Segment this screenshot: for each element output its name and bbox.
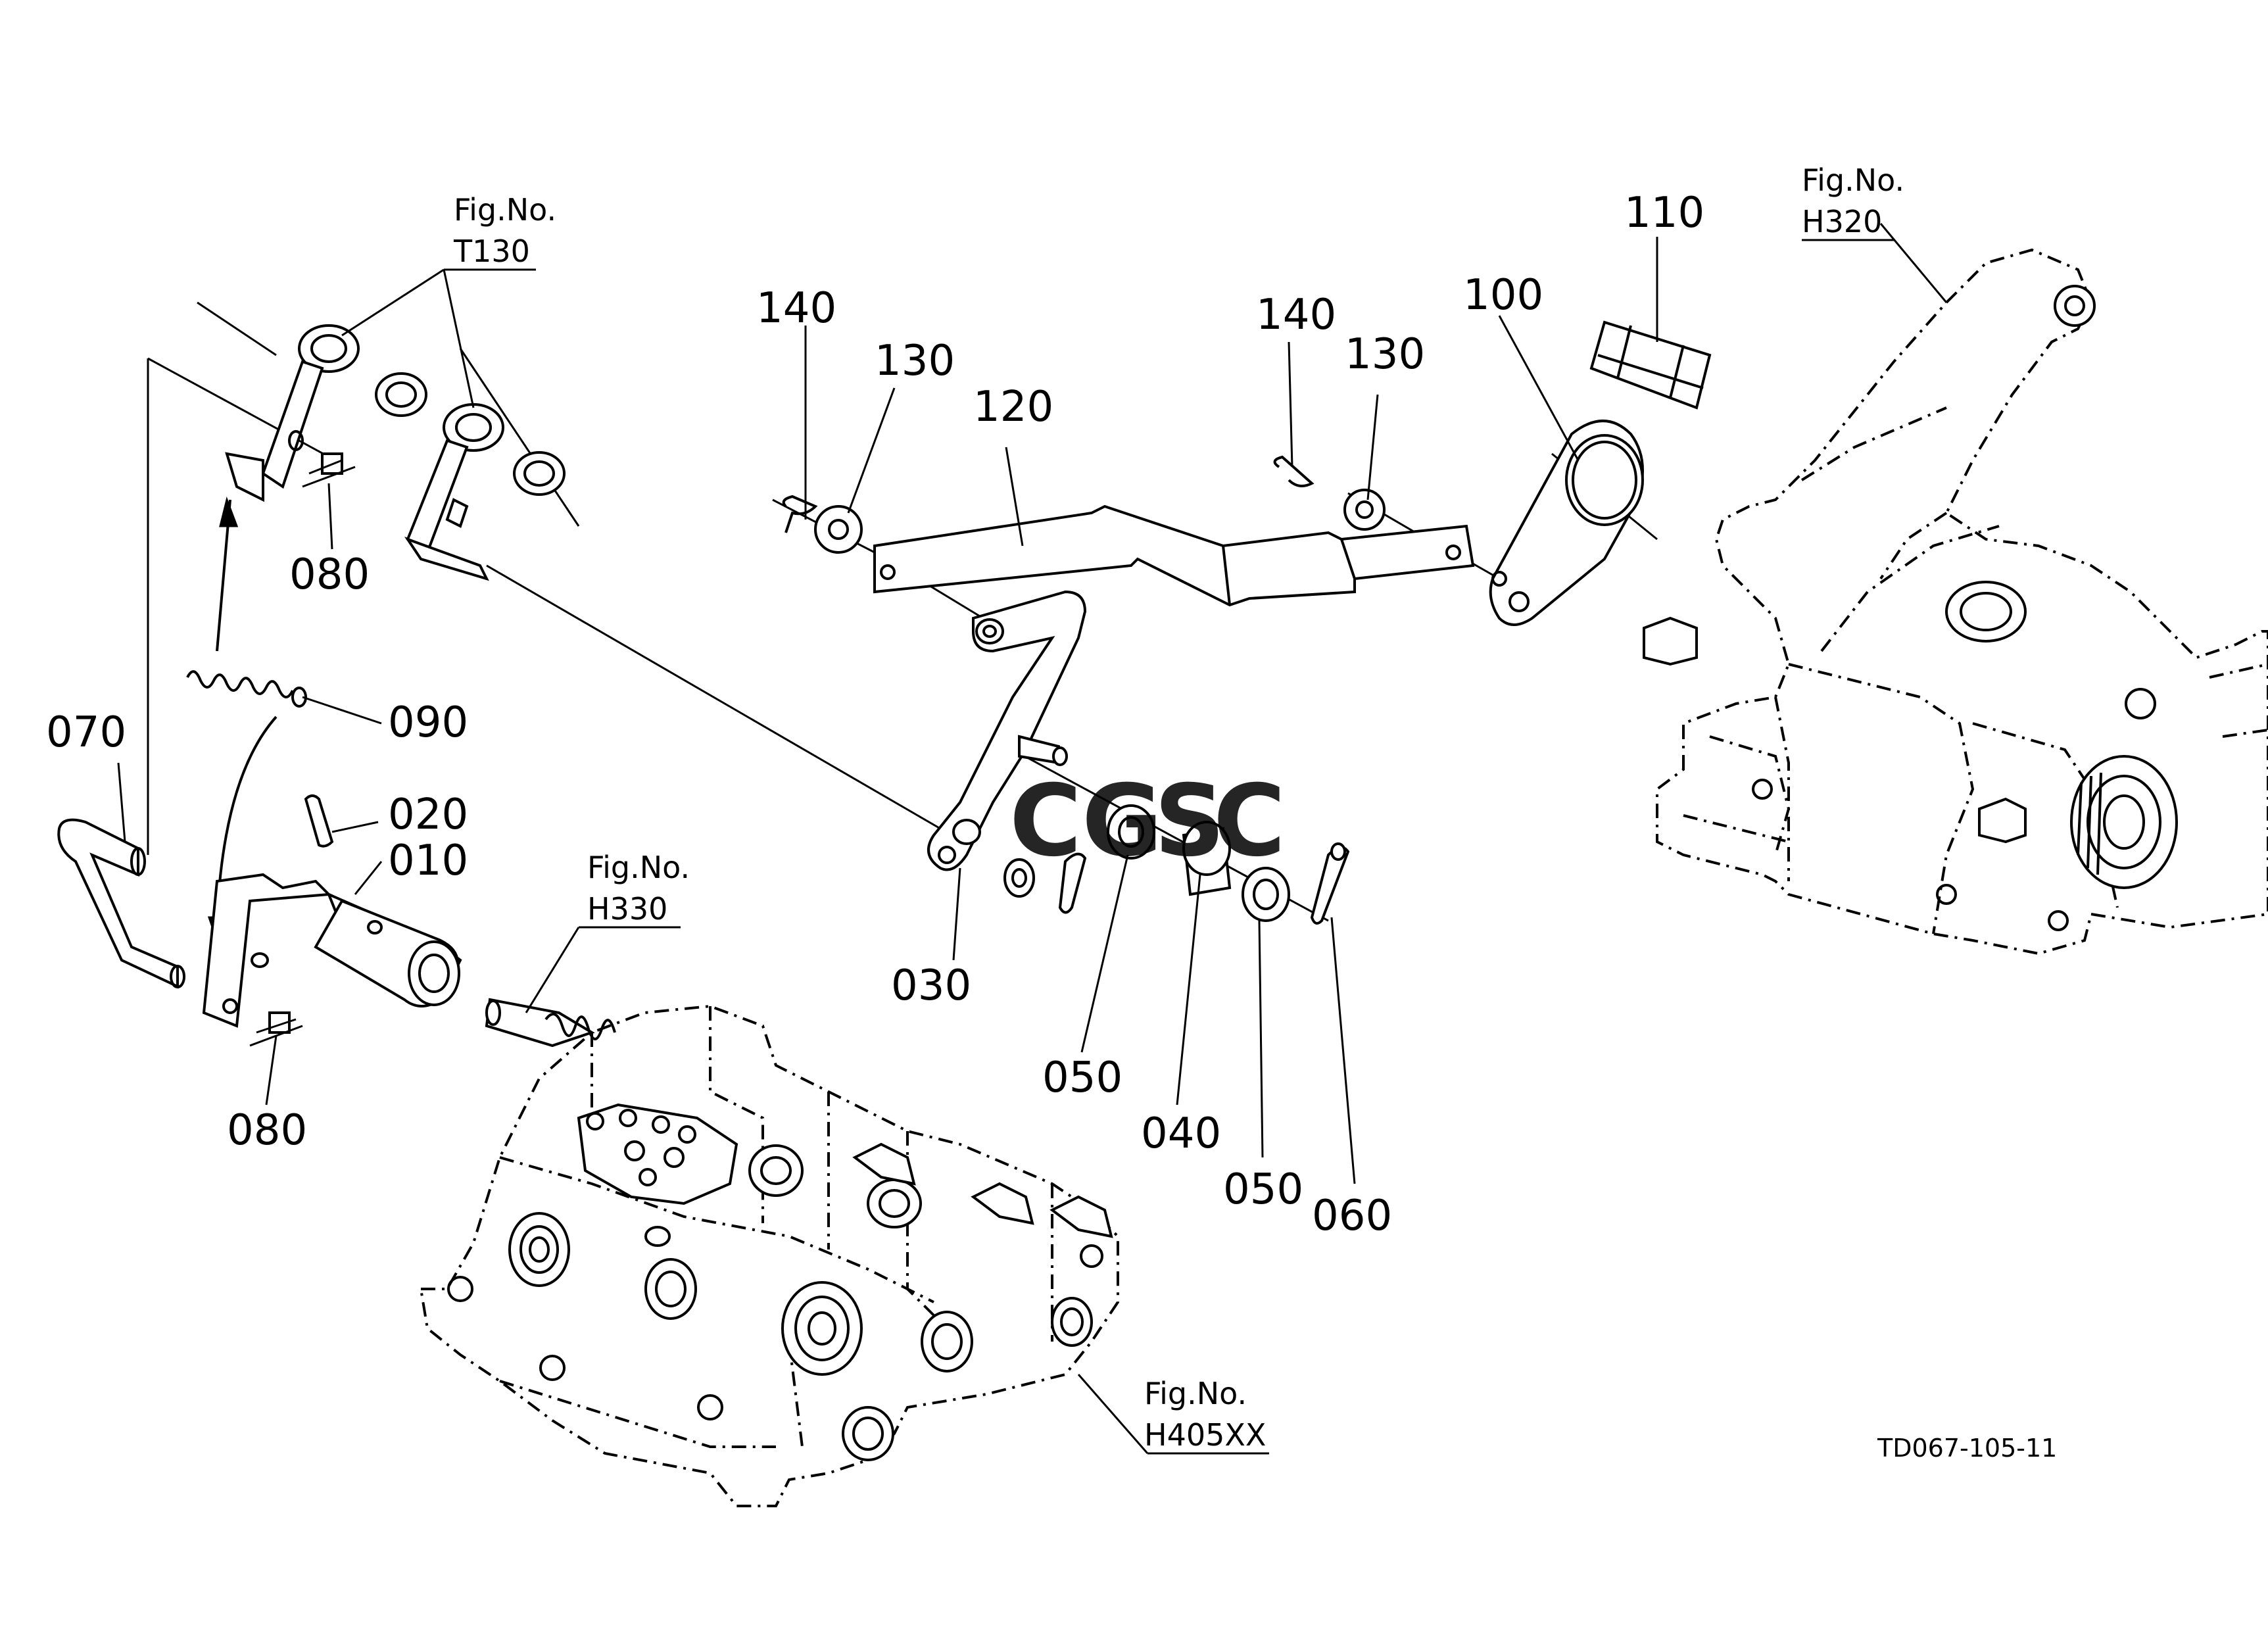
block-110 <box>1589 320 1712 410</box>
part-label: 070 <box>46 708 126 757</box>
part-label: 080 <box>289 550 370 599</box>
plate-100 <box>1489 420 1644 626</box>
part-label: 040 <box>1141 1109 1221 1158</box>
washers-130-clips-140 <box>782 455 1386 554</box>
watermark: C G S C <box>1009 764 1286 879</box>
figure-references: Fig.No. T130 Fig.No. H330 Fig.No. H320 F… <box>453 162 1904 1453</box>
part-numbers: 010 020 030 040 050 050 060 070 080 080 … <box>46 189 1704 1240</box>
fig-ref-label: Fig.No. <box>1802 162 1904 198</box>
pin-020 <box>304 794 334 848</box>
upper-levers-t130 <box>225 324 566 581</box>
part-label: 050 <box>1223 1165 1303 1214</box>
part-label: 120 <box>973 383 1053 431</box>
watermark-letter: G <box>1082 764 1163 879</box>
part-label: 010 <box>388 837 468 885</box>
assembly-guide-lines <box>147 301 1658 922</box>
part-label: 140 <box>1256 291 1336 339</box>
watermark-letter: C <box>1213 764 1286 879</box>
part-label: 130 <box>875 337 955 385</box>
part-label: 020 <box>388 790 468 839</box>
fig-ref-label: Fig.No. <box>587 850 690 885</box>
fig-ref-number: H405XX <box>1144 1417 1266 1453</box>
spring-090 <box>186 496 307 944</box>
drawing-code: TD067-105-11 <box>1877 1434 2057 1463</box>
spool-h330 <box>485 998 616 1048</box>
leader-lines <box>117 223 1948 1455</box>
lift-housing-h320 <box>1643 248 2268 956</box>
watermark-letter: C <box>1009 764 1082 879</box>
part-label: 060 <box>1312 1192 1392 1240</box>
rod-070 <box>57 818 185 989</box>
part-label: 110 <box>1624 189 1704 237</box>
part-label: 140 <box>756 284 836 333</box>
part-label: 050 <box>1042 1054 1122 1102</box>
bracket-010 <box>202 873 462 1028</box>
control-valve-h405xx <box>419 1004 1119 1507</box>
fig-ref-number: H320 <box>1802 204 1882 239</box>
part-label: 090 <box>388 698 468 747</box>
cotter-pins-080 <box>249 452 356 1047</box>
washers-collars-040-050-060 <box>1003 804 1350 925</box>
part-label: 080 <box>227 1106 307 1155</box>
fig-ref-label: Fig.No. <box>1144 1376 1247 1411</box>
fig-ref-number: T130 <box>453 233 530 269</box>
part-label: 130 <box>1345 330 1425 379</box>
lever-030 <box>927 590 1087 871</box>
watermark-letter: S <box>1154 764 1225 879</box>
arm-120 <box>873 504 1475 607</box>
fig-ref-label: Fig.No. <box>454 192 556 228</box>
part-label: 030 <box>891 961 971 1010</box>
part-label: 100 <box>1463 271 1543 320</box>
fig-ref-number: H330 <box>587 891 667 927</box>
